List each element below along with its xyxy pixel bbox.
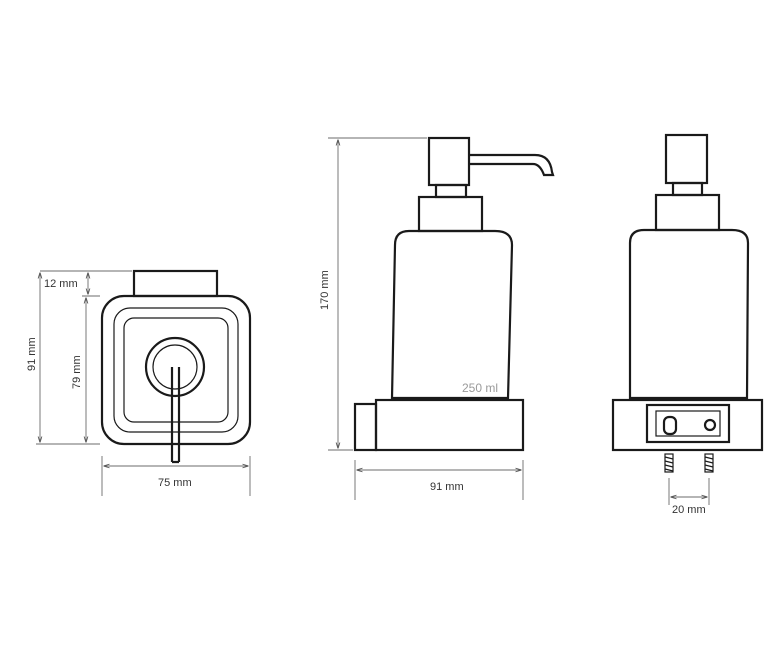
side-view-screw-right	[704, 453, 714, 473]
side-view: 20 mm	[611, 133, 764, 516]
top-view-pump-inner-circle	[152, 344, 198, 390]
front-view-capacity-label: 250 ml	[462, 381, 498, 395]
dim-91w-label: 91 mm	[430, 481, 464, 493]
side-view-mount-bracket-inner	[655, 410, 721, 437]
top-view-inner-body	[113, 307, 239, 433]
front-view: 250 ml 170 mm 91 mm	[319, 136, 555, 500]
front-view-pump-head	[427, 136, 471, 187]
side-view-screw-hole	[703, 418, 717, 432]
top-view-outer-body	[100, 294, 252, 446]
front-view-wall-plate	[353, 402, 378, 452]
front-view-pump-stem	[434, 183, 468, 199]
side-view-screw-left	[664, 453, 674, 473]
dim-12-label: 12 mm	[44, 278, 78, 290]
dim-75-label: 75 mm	[158, 477, 192, 489]
side-view-bottle	[628, 228, 750, 400]
top-view: 12 mm 91 mm 79 mm 75 mm	[26, 269, 252, 496]
dim-79-label: 79 mm	[71, 355, 83, 389]
front-view-spout	[469, 153, 555, 177]
side-view-keyhole-slot	[662, 415, 678, 436]
top-view-spout	[170, 367, 181, 464]
side-view-holder-base	[611, 398, 764, 452]
top-view-pump-outer-circle	[144, 336, 206, 398]
front-view-pump-collar	[417, 195, 484, 233]
dim-20-label: 20 mm	[672, 504, 706, 516]
front-view-bottle	[390, 229, 514, 400]
side-view-pump-head	[664, 133, 709, 185]
top-view-pump-cap	[132, 269, 219, 298]
top-view-bottle-outline	[123, 317, 229, 423]
dim-170-label: 170 mm	[319, 270, 331, 310]
side-view-pump-stem	[671, 181, 704, 197]
front-view-holder-base	[374, 398, 525, 452]
dim-91-label: 91 mm	[26, 337, 38, 371]
side-view-pump-collar	[654, 193, 721, 232]
side-view-mount-bracket-outer	[645, 403, 731, 444]
